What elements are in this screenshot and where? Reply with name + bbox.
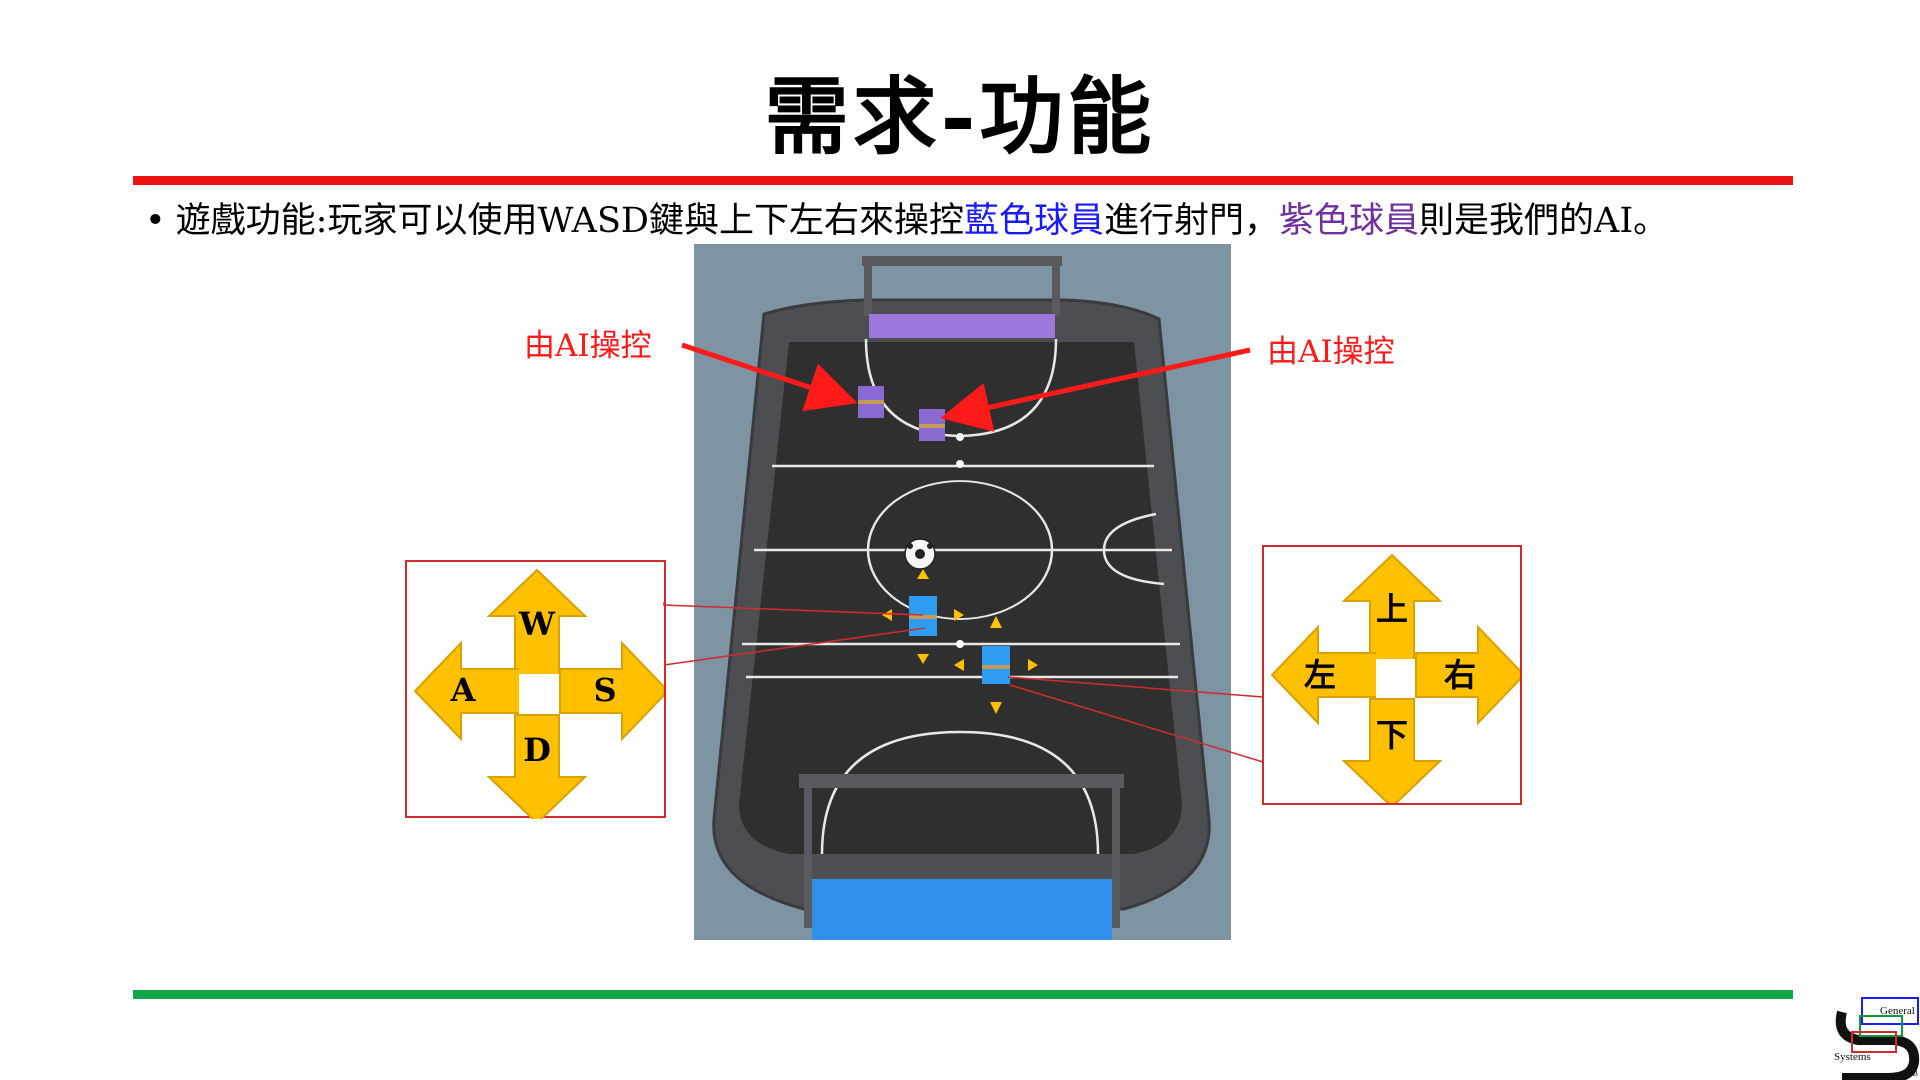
lower-spot	[956, 640, 964, 648]
bullet-text: •遊戲功能:玩家可以使用WASD鍵與上下左右來操控藍色球員進行射門，紫色球員則是…	[145, 196, 1845, 246]
purple-player-1	[858, 386, 884, 418]
footer-rule	[133, 990, 1793, 999]
center-spot	[956, 460, 964, 468]
lab-logo: General Systems LAB	[1832, 992, 1920, 1080]
key-right: 右	[1443, 656, 1476, 694]
blue-player-text: 藍色球員	[964, 201, 1105, 241]
down-arrow-icon	[1342, 698, 1442, 803]
blue-player-1	[909, 596, 937, 636]
key-a: A	[450, 671, 476, 709]
logo-text-lab: LAB	[1902, 1069, 1918, 1078]
blue-player-2	[982, 646, 1010, 684]
key-s: S	[593, 671, 617, 709]
left-arrow-icon	[1270, 625, 1376, 725]
soccer-ball	[904, 538, 936, 570]
key-left: 左	[1303, 656, 1336, 694]
key-d: D	[523, 731, 551, 769]
key-down: 下	[1375, 716, 1408, 754]
key-w: W	[519, 605, 555, 643]
down-arrow-icon	[487, 714, 587, 819]
logo-text-general: General	[1880, 1005, 1915, 1017]
up-arrow-icon	[1342, 553, 1442, 659]
ai-label-right: 由AI操控	[1267, 334, 1395, 370]
slide-title: 需求-功能	[764, 67, 1156, 166]
bullet-suffix: 則是我們的AI。	[1419, 201, 1669, 241]
penalty-spot	[956, 433, 964, 441]
ai-label-left: 由AI操控	[524, 328, 652, 364]
bottom-goal	[799, 774, 1124, 940]
top-goal	[862, 256, 1062, 338]
bullet-prefix: 遊戲功能:玩家可以使用WASD鍵與上下左右來操控	[175, 201, 964, 241]
key-up: 上	[1375, 590, 1408, 628]
bullet-middle: 進行射門，	[1104, 201, 1280, 241]
up-arrow-icon	[487, 568, 587, 674]
purple-player-text: 紫色球員	[1279, 201, 1420, 241]
bullet-dot: •	[145, 201, 166, 241]
left-arrow-icon	[413, 641, 519, 741]
game-screenshot	[694, 244, 1231, 940]
right-arrow-icon	[559, 641, 664, 741]
purple-player-2	[919, 409, 945, 441]
right-arrow-icon	[1415, 625, 1520, 725]
title-underline	[133, 176, 1793, 185]
logo-text-systems: Systems	[1834, 1051, 1871, 1063]
wasd-control-box: W A S D	[405, 560, 666, 819]
arrow-keys-control-box: 上 左 右 下	[1262, 545, 1522, 805]
